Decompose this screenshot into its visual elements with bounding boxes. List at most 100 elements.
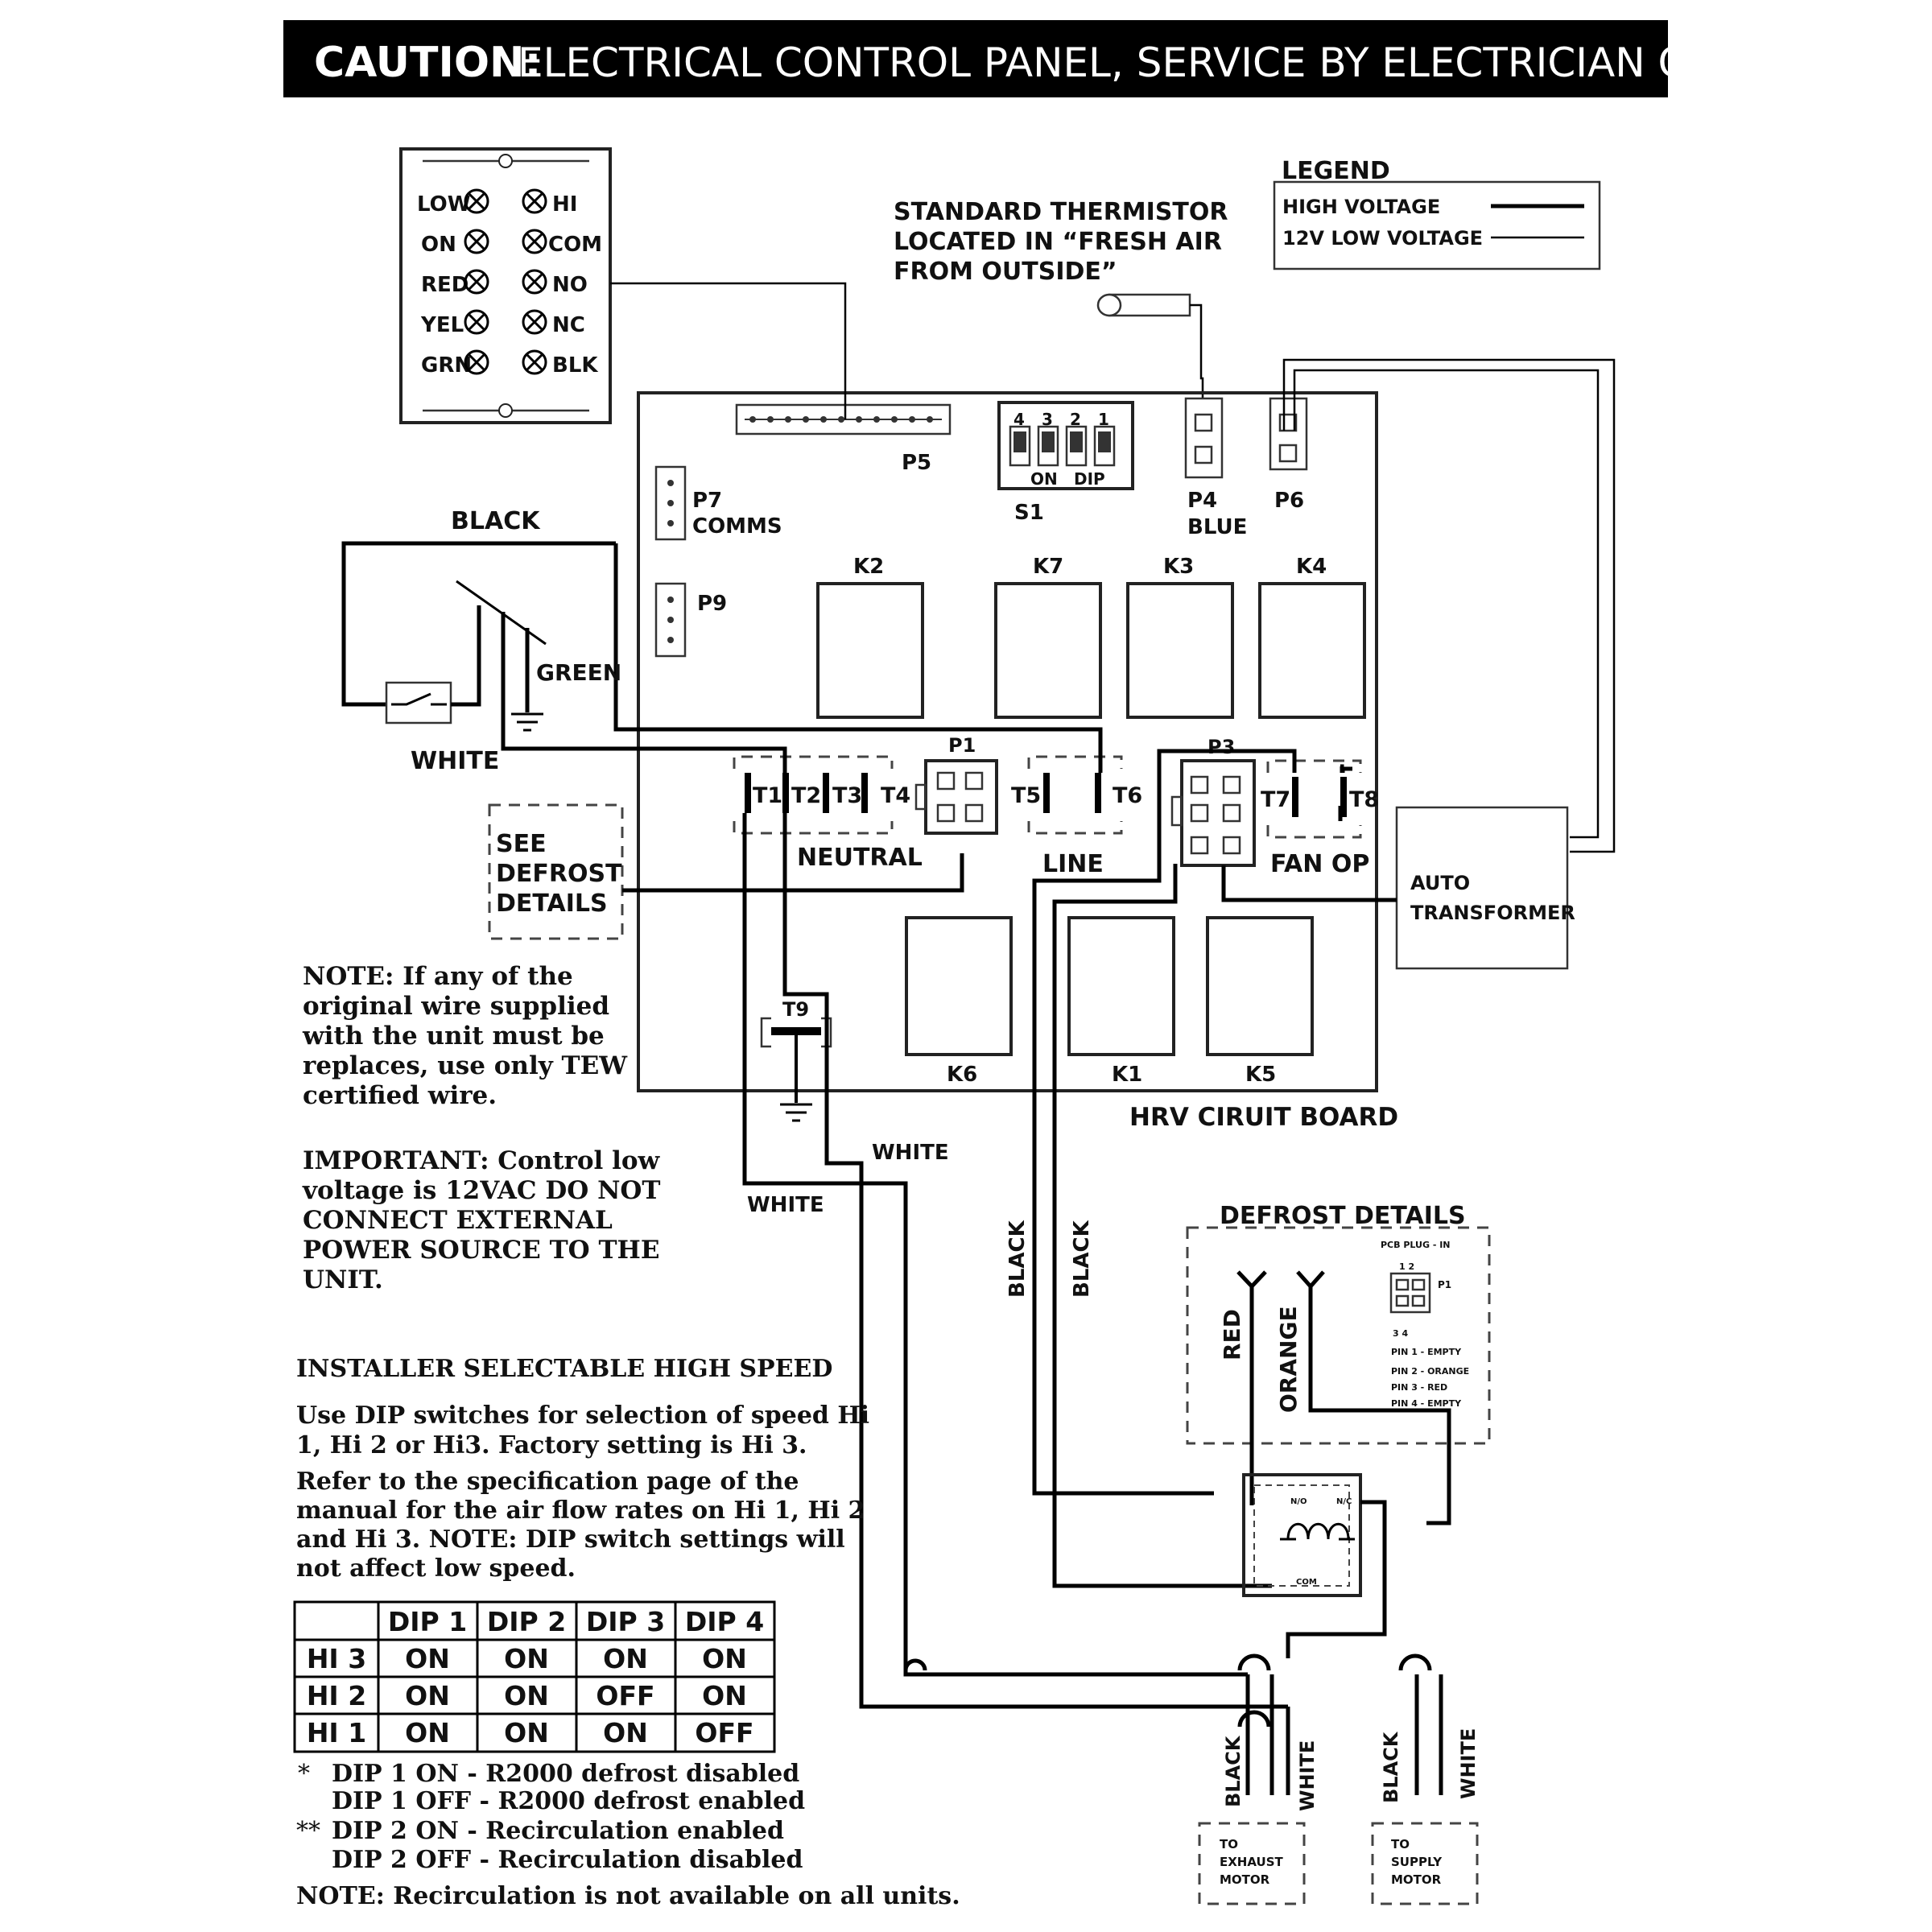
- hrv-circuit-board: [637, 391, 1378, 1092]
- relay-no-label: N/O: [1290, 1497, 1307, 1506]
- dip-label: DIP: [1074, 469, 1105, 489]
- see-defrost-3: DETAILS: [496, 890, 608, 918]
- note2-3: CONNECT EXTERNAL: [303, 1206, 613, 1235]
- p4-connector: [1184, 397, 1224, 479]
- installer-p1-2: 1, Hi 2 or Hi3. Factory setting is Hi 3.: [296, 1431, 807, 1459]
- caution-label: CAUTION:: [314, 39, 541, 87]
- plug-p1-label: P1: [1438, 1279, 1451, 1290]
- defrost-relay: [1242, 1473, 1362, 1597]
- white-supply-wire: [501, 612, 787, 773]
- t3-label: T3: [832, 783, 862, 808]
- thermistor-note-2: LOCATED IN “FRESH AIR: [894, 228, 1222, 256]
- supply-black-label: BLACK: [1380, 1731, 1402, 1803]
- p5-connector: [735, 403, 952, 436]
- tb-no: NO: [552, 273, 588, 297]
- thermistor-note-3: FROM OUTSIDE”: [894, 258, 1117, 286]
- orange-label: ORANGE: [1275, 1306, 1302, 1413]
- relay-com-label: COM: [1296, 1578, 1317, 1587]
- pin1-label: PIN 1 - EMPTY: [1391, 1347, 1462, 1357]
- thermistor-note-1: STANDARD THERMISTOR: [894, 198, 1228, 226]
- auto-transformer-2: TRANSFORMER: [1410, 902, 1575, 924]
- note1-5: certified wire.: [303, 1081, 497, 1110]
- defrost-details-box: [1186, 1226, 1491, 1445]
- p3-label: P3: [1208, 736, 1235, 758]
- dip-cell-hi2-1: ON: [405, 1680, 450, 1711]
- t1-label: T1: [753, 783, 782, 808]
- tb-red: RED: [421, 273, 469, 297]
- defrost-details-title: DEFROST DETAILS: [1220, 1202, 1466, 1230]
- exhaust-black-label: BLACK: [1222, 1735, 1245, 1807]
- black-line-wire-1: [1032, 749, 1297, 1496]
- footnote-4: DIP 2 OFF - Recirculation disabled: [332, 1846, 803, 1874]
- legend-low: 12V LOW VOLTAGE: [1282, 227, 1483, 250]
- p6-wire-a: [1282, 358, 1616, 853]
- dip-cell-hi1-1: ON: [405, 1717, 450, 1748]
- caution-text: ELECTRICAL CONTROL PANEL, SERVICE BY ELE…: [518, 39, 1762, 86]
- t6-label: T6: [1113, 783, 1142, 808]
- caution-banner: [283, 20, 1668, 97]
- dip-cell-hi3-2: ON: [504, 1643, 549, 1674]
- defrost-neutral-wire: [622, 853, 964, 893]
- pcb-plug-label: PCB PLUG - IN: [1381, 1240, 1451, 1250]
- dip-table: [293, 1600, 776, 1753]
- dip-header-2: DIP 2: [487, 1606, 566, 1637]
- black-vertical-label-1: BLACK: [1005, 1220, 1030, 1298]
- installer-p2-4: not affect low speed.: [296, 1554, 576, 1583]
- pin4-label: PIN 4 - EMPTY: [1391, 1398, 1462, 1409]
- p1-connector: [914, 759, 998, 835]
- pin2-label: PIN 2 - ORANGE: [1391, 1366, 1469, 1377]
- relays-bottom: [905, 916, 1314, 1056]
- p4-label: P4: [1187, 489, 1217, 513]
- note1-3: with the unit must be: [302, 1022, 605, 1051]
- p9-connector: [654, 582, 687, 658]
- tb-nc: NC: [552, 313, 585, 337]
- fan-op-label: FAN OP: [1270, 850, 1369, 878]
- see-defrost-1: SEE: [496, 830, 547, 858]
- pin-top-label: 1 2: [1399, 1261, 1414, 1272]
- legend-box: [1273, 180, 1601, 270]
- dip-header-3: DIP 3: [586, 1606, 665, 1637]
- dip-cell-hi1-3: ON: [603, 1717, 648, 1748]
- dip-header-4: DIP 4: [685, 1606, 764, 1637]
- auto-transformer-box: [1395, 806, 1569, 970]
- blue-label: BLUE: [1187, 515, 1247, 539]
- installer-p1-1: Use DIP switches for selection of speed …: [296, 1402, 869, 1430]
- white-wire-label: WHITE: [411, 747, 499, 775]
- note1-2: original wire supplied: [303, 992, 609, 1021]
- k3-label: K3: [1163, 555, 1194, 579]
- dip-cell-hi2-4: ON: [702, 1680, 747, 1711]
- defrost-plug-icon: [1389, 1272, 1431, 1314]
- k1-label: K1: [1112, 1063, 1142, 1087]
- s1-dip-switch: [997, 401, 1134, 490]
- p6-connector: [1269, 397, 1308, 471]
- supply-2: SUPPLY: [1391, 1855, 1443, 1869]
- t4-label: T4: [881, 783, 910, 808]
- switch-wire: [451, 605, 481, 707]
- black-supply-wire: [341, 541, 616, 707]
- black-wire-label: BLACK: [451, 507, 541, 535]
- note2-2: voltage is 12VAC DO NOT: [302, 1176, 660, 1205]
- footnote-3: DIP 2 ON - Recirculation enabled: [332, 1817, 784, 1845]
- p6-wire-b: [1293, 369, 1600, 839]
- p5-label: P5: [902, 451, 931, 475]
- thermistor-probe: [1096, 293, 1204, 398]
- line-label: LINE: [1042, 850, 1104, 878]
- pin-bottom-label: 3 4: [1393, 1328, 1408, 1339]
- installer-heading: INSTALLER SELECTABLE HIGH SPEED: [296, 1355, 832, 1383]
- exhaust-motor-box: [1198, 1822, 1306, 1905]
- ground-icon-cord: [511, 712, 543, 732]
- see-defrost-2: DEFROST: [496, 860, 622, 888]
- p7-connector: [654, 465, 687, 541]
- k2-label: K2: [853, 555, 884, 579]
- dip-cell-hi2-3: OFF: [596, 1680, 654, 1711]
- relay-nc-label: N/C: [1336, 1497, 1352, 1506]
- tb-on: ON: [421, 233, 456, 257]
- tb-hi: HI: [552, 192, 577, 217]
- t2-label: T2: [791, 783, 821, 808]
- terminal-strip-t7-t8: [1266, 759, 1362, 839]
- supply-1: TO: [1391, 1837, 1410, 1852]
- p3-connector: [1170, 759, 1256, 867]
- white-label-2: WHITE: [747, 1193, 824, 1217]
- legend-high: HIGH VOLTAGE: [1282, 196, 1440, 218]
- t9-label: T9: [782, 998, 809, 1021]
